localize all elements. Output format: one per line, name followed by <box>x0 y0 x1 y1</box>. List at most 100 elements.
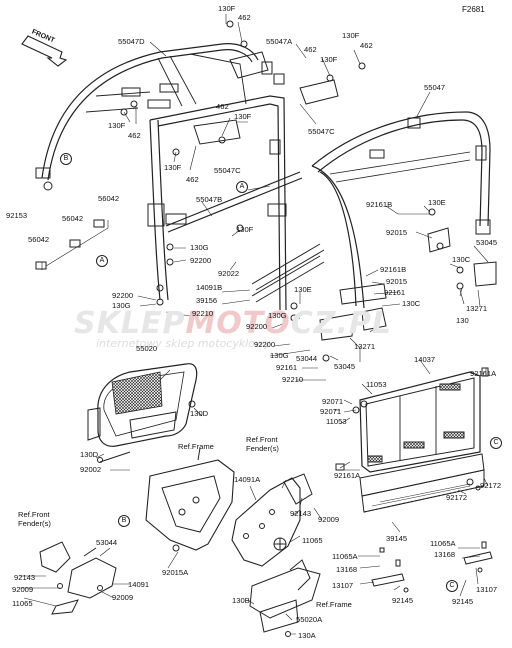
callout-c-lower: C <box>446 580 458 592</box>
part-label: 92161B <box>380 265 407 274</box>
part-label: 92161 <box>384 288 406 297</box>
part-label: 92200 <box>190 256 212 265</box>
part-label: 130D <box>190 409 209 418</box>
part-label: 13271 <box>354 342 376 351</box>
part-label: 55047D <box>118 37 145 46</box>
part-label: 11065A <box>332 552 358 561</box>
part-label: 11053 <box>366 380 387 389</box>
part-label: 130F <box>236 225 254 234</box>
ref-frame-label-lower: Ref.Frame <box>316 600 352 609</box>
part-label: 55047A <box>266 37 293 46</box>
part-label: 92015 <box>386 228 408 237</box>
callout-b-upper: B <box>60 153 72 165</box>
front-guard <box>87 363 198 463</box>
callout-a-left: A <box>96 255 108 267</box>
part-label: 130C <box>402 299 421 308</box>
part-label: 130F <box>164 163 182 172</box>
part-label: 14091 <box>128 580 150 589</box>
part-label: 462 <box>304 45 317 54</box>
callout-c-right: C <box>490 437 502 449</box>
part-label: 130A <box>298 631 316 640</box>
part-label: 130C <box>452 255 471 264</box>
part-label: 92009 <box>318 515 340 524</box>
cross-bar <box>165 171 303 233</box>
part-label: 92145 <box>452 597 474 606</box>
watermark: SKLEPMOTOCZ.PL <box>74 306 393 341</box>
part-label: 92002 <box>80 465 102 474</box>
roll-cage-front-tube <box>35 43 259 181</box>
part-label: 11065A <box>430 539 456 548</box>
part-label: 92015A <box>162 568 189 577</box>
part-label: 92200 <box>246 322 268 331</box>
part-label: 462 <box>238 13 251 22</box>
part-label: 130E <box>428 198 446 207</box>
part-label: 55047 <box>424 83 446 92</box>
part-label: 130F <box>218 4 236 13</box>
part-label: 55020A <box>296 615 323 624</box>
part-label: 130F <box>320 55 338 64</box>
part-label: 462 <box>216 102 229 111</box>
right-brackets <box>290 208 497 414</box>
part-label: 130E <box>294 285 312 294</box>
part-label: 92071 <box>322 397 344 406</box>
part-label: 92200 <box>254 340 276 349</box>
part-label: 130G <box>112 301 131 310</box>
tubes-39156 <box>251 243 325 303</box>
part-label: 92172 <box>480 481 502 490</box>
part-label: 92015 <box>386 277 408 286</box>
part-label: 462 <box>360 41 373 50</box>
part-label: 92143 <box>290 509 312 518</box>
bracket-55020A <box>249 559 321 637</box>
part-label: 92161B <box>366 200 393 209</box>
part-label: 14091B <box>196 283 223 292</box>
part-label: 92210 <box>282 375 304 384</box>
part-label: 462 <box>186 175 199 184</box>
part-label: 55020 <box>136 344 158 353</box>
part-label: 130 <box>456 316 469 325</box>
part-label: 13107 <box>476 585 498 594</box>
part-label: 92161A <box>470 369 497 378</box>
part-label: 11065 <box>302 536 323 545</box>
part-label: 130D <box>80 450 99 459</box>
part-label: 92200 <box>112 291 134 300</box>
part-label: 130F <box>342 31 360 40</box>
leader-lines <box>20 14 489 635</box>
part-label: 130G <box>268 311 287 320</box>
part-label: 13271 <box>466 304 488 313</box>
part-label: 56042 <box>28 235 50 244</box>
watermark-tagline: internetowy sklep motocyklowy <box>96 337 271 350</box>
part-label: 130G <box>190 243 209 252</box>
part-label: 56042 <box>98 194 120 203</box>
part-label: 92145 <box>392 596 414 605</box>
part-label: 92071 <box>320 407 342 416</box>
part-label: 53045 <box>334 362 356 371</box>
part-label: 130G <box>270 351 289 360</box>
part-label: 92172 <box>446 493 468 502</box>
part-label: 92161 <box>276 363 298 372</box>
ref-front-fender-label: Ref.Front Fender(s) <box>246 435 279 453</box>
left-bolts <box>43 181 174 306</box>
part-label: 92161A <box>334 471 361 480</box>
labels-56042 <box>35 219 109 270</box>
part-label: 53044 <box>296 354 318 363</box>
ref-front-fender-label-left: Ref.Front Fender(s) <box>18 510 51 528</box>
part-label: 13107 <box>332 581 354 590</box>
part-label: 13168 <box>336 565 358 574</box>
part-label: 130F <box>108 121 126 130</box>
part-label: 92210 <box>192 309 214 318</box>
part-label: 92022 <box>218 269 240 278</box>
part-label: 11065 <box>12 599 33 608</box>
cargo-panel <box>335 367 489 513</box>
part-label: 39156 <box>196 296 218 305</box>
diagram-code: F2681 <box>462 5 485 14</box>
part-label: 13168 <box>434 550 456 559</box>
part-label: 92153 <box>6 211 28 220</box>
part-label: 462 <box>128 131 141 140</box>
part-label: 53045 <box>476 238 498 247</box>
part-label: 56042 <box>62 214 84 223</box>
part-label: 92009 <box>112 593 134 602</box>
part-label: 55047C <box>214 166 241 175</box>
fender-bracket-left <box>39 541 117 615</box>
roll-cage-rear-tube <box>311 111 491 309</box>
part-label: 11053 <box>326 417 347 426</box>
